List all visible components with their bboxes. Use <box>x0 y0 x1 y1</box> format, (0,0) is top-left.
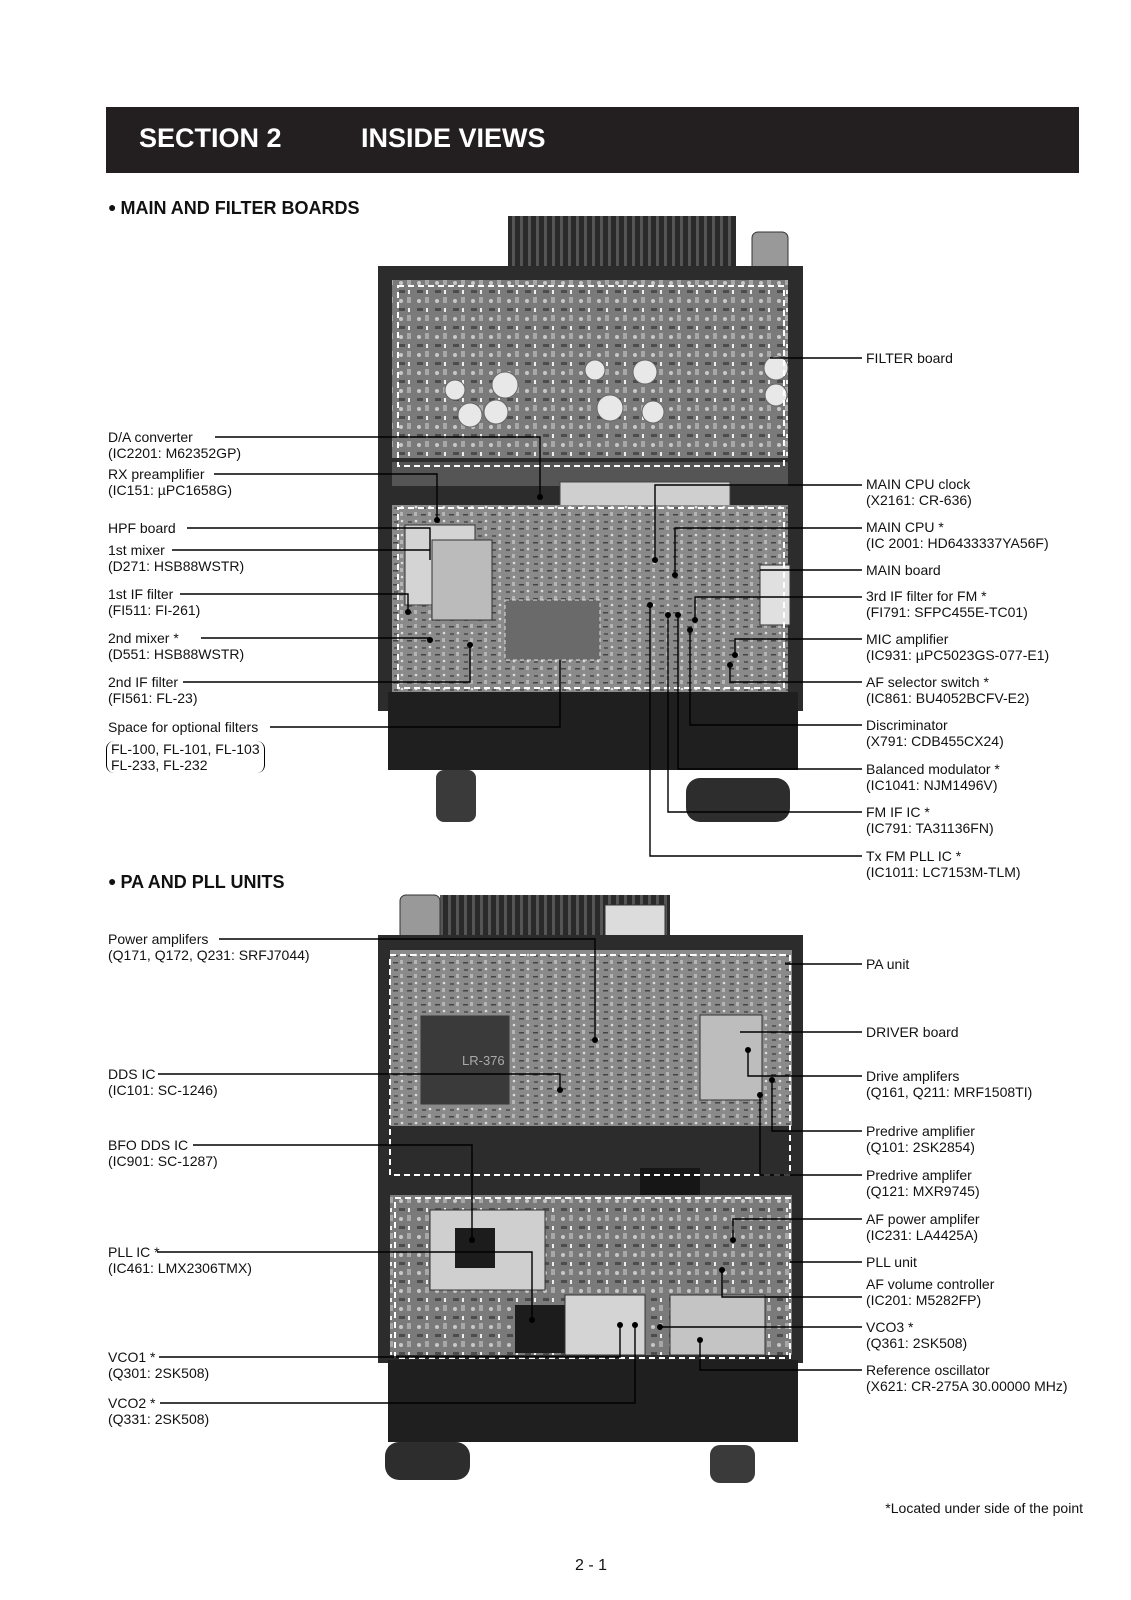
label-af-volume: AF volume controller(IC201: M5282FP) <box>866 1276 995 1308</box>
label-ref-osc: Reference oscillator(X621: CR-275A 30.00… <box>866 1362 1068 1394</box>
label-vco3: VCO3 *(Q361: 2SK508) <box>866 1319 968 1351</box>
label-af-selector: AF selector switch *(IC861: BU4052BCFV-E… <box>866 674 1030 706</box>
label-balanced-modulator: Balanced modulator *(IC1041: NJM1496V) <box>866 761 1000 793</box>
footnote: *Located under side of the point <box>885 1500 1083 1516</box>
label-hpf-board: HPF board <box>108 520 176 536</box>
connector-right <box>759 564 791 626</box>
label-1st-mixer: 1st mixer(D271: HSB88WSTR) <box>108 542 245 574</box>
label-bfo-dds-ic: BFO DDS IC(IC901: SC-1287) <box>108 1137 218 1169</box>
vco-shield <box>564 1294 646 1356</box>
pa-pll-photo: LR-376 <box>378 894 803 1483</box>
toroid-coils <box>444 355 789 428</box>
pa-coil-marking: LR-376 <box>462 1053 505 1068</box>
label-discriminator: Discriminator(X791: CDB455CX24) <box>866 717 1004 749</box>
knob-left-bottom <box>385 1442 470 1480</box>
label-tx-fm-pll: Tx FM PLL IC *(IC1011: LC7153M-TLM) <box>866 848 1021 880</box>
label-pll-unit: PLL unit <box>866 1254 917 1270</box>
optional-filter-space <box>504 599 601 661</box>
label-main-board: MAIN board <box>866 562 941 578</box>
knob-right-top <box>686 778 790 822</box>
label-vco2: VCO2 *(Q331: 2SK508) <box>108 1395 210 1427</box>
label-1st-if-filter: 1st IF filter(FI511: FI-261) <box>108 586 201 618</box>
label-driver-board: DRIVER board <box>866 1024 959 1040</box>
section-title: INSIDE VIEWS <box>361 123 546 153</box>
heatsink-top <box>508 216 736 274</box>
label-drive-amps: Drive amplifers(Q161, Q211: MRF1508TI) <box>866 1068 1033 1100</box>
main-filter-photo <box>378 216 803 822</box>
label-mic-amp: MIC amplifier(IC931: µPC5023GS-077-E1) <box>866 631 1050 663</box>
knob-right-bottom <box>710 1445 755 1483</box>
section-number: SECTION 2 <box>139 123 282 153</box>
front-panel-bottom <box>388 1360 798 1442</box>
label-pa-unit: PA unit <box>866 956 910 972</box>
label-vco1: VCO1 *(Q301: 2SK508) <box>108 1349 210 1381</box>
section-header: SECTION 2 INSIDE VIEWS <box>106 107 1079 173</box>
label-main-cpu: MAIN CPU *(IC 2001: HD6433337YA56F) <box>866 519 1049 551</box>
label-da-converter: D/A converter(IC2201: M62352GP) <box>108 429 242 461</box>
label-optional-filters: Space for optional filters <box>108 719 259 735</box>
page-number: 2 - 1 <box>575 1557 608 1574</box>
subheading-pa-pll: ●PA AND PLL UNITS <box>108 872 285 892</box>
label-predrive-amp-1: Predrive amplifier(Q101: 2SK2854) <box>866 1123 975 1155</box>
ref-osc-shield <box>669 1294 766 1356</box>
bullet-icon: ● <box>108 873 117 889</box>
label-fm-if-ic: FM IF IC *(IC791: TA31136FN) <box>866 804 994 836</box>
label-filter-board: FILTER board <box>866 350 953 366</box>
label-main-cpu-clock: MAIN CPU clock(X2161: CR-636) <box>866 476 972 508</box>
driver-board <box>699 1014 763 1101</box>
label-power-amps: Power amplifers(Q171, Q172, Q231: SRFJ70… <box>108 931 310 963</box>
shield-can <box>431 539 493 621</box>
dds-ic-chip <box>455 1228 495 1268</box>
label-2nd-if-filter: 2nd IF filter(FI561: FL-23) <box>108 674 198 706</box>
bullet-icon: ● <box>108 199 117 215</box>
antenna-connector-bottom <box>399 894 441 941</box>
label-rx-preamp: RX preamplifier(IC151: µPC1658G) <box>108 466 233 498</box>
front-panel-top <box>388 692 798 770</box>
label-predrive-amp-2: Predrive amplifer(Q121: MXR9745) <box>866 1167 980 1199</box>
label-af-power-amp: AF power amplifer(IC231: LA4425A) <box>866 1211 980 1243</box>
pll-ic-chip <box>515 1305 570 1353</box>
subheading-main-filter: ●MAIN AND FILTER BOARDS <box>108 198 360 218</box>
filter-board-outline <box>397 285 785 467</box>
knob-left-top <box>436 770 476 822</box>
label-2nd-mixer: 2nd mixer *(D551: HSB88WSTR) <box>108 630 245 662</box>
label-pll-ic: PLL IC *(IC461: LMX2306TMX) <box>108 1244 252 1276</box>
label-dds-ic: DDS IC(IC101: SC-1246) <box>108 1066 218 1098</box>
label-3rd-if-filter: 3rd IF filter for FM *(FI791: SFPC455E-T… <box>866 588 1028 620</box>
